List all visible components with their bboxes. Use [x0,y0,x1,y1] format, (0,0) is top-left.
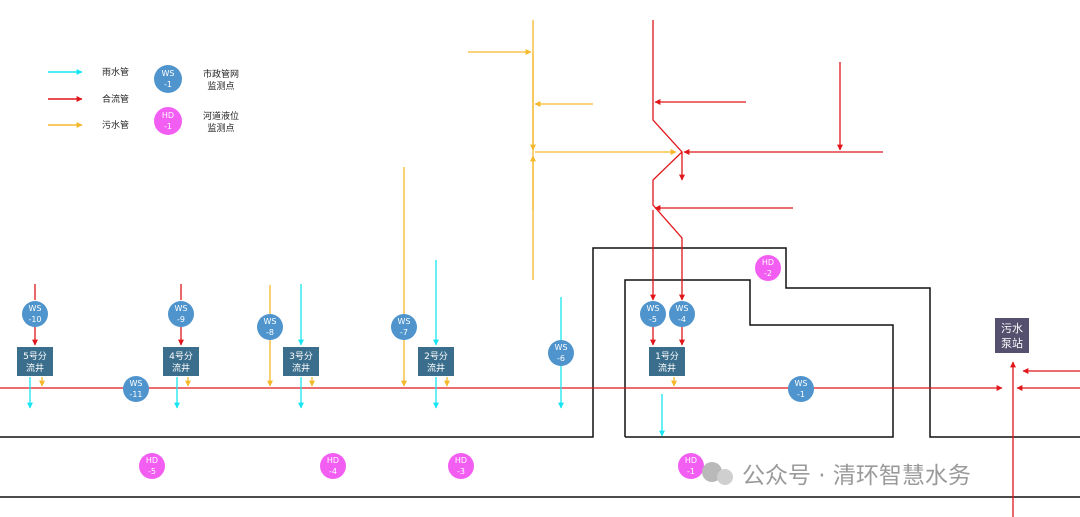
ws-4-num: -4 [678,315,686,324]
ws-point-4[interactable]: WS -4 [669,301,695,327]
hd-point-3[interactable]: HD -3 [448,453,474,479]
diversion-well-3[interactable]: 3号分 流井 [283,347,319,376]
well-1-label-line1: 1号分 [655,351,679,362]
sewage-pump-station[interactable]: 污水 泵站 [995,318,1029,353]
ws-5-num: -5 [649,315,657,324]
hd-4-code: HD [327,456,339,465]
legend-hd-marker [154,107,182,135]
ws-4-code: WS [676,304,689,313]
well-3-label-line2: 流井 [292,362,310,374]
ws-point-8[interactable]: WS -8 [257,314,283,340]
diversion-well-2[interactable]: 2号分 流井 [418,347,454,376]
ws-8-code: WS [264,317,277,326]
legend-combined-label: 合流管 [102,93,129,105]
legend-ws-code: WS [162,69,175,78]
hd-point-1[interactable]: HD -1 [678,453,704,479]
legend-ws-marker [154,65,182,93]
ws-point-10[interactable]: WS -10 [22,301,48,327]
ws-9-num: -9 [177,315,185,324]
hd-3-code: HD [455,456,467,465]
ws-10-num: -10 [28,315,41,324]
legend: 雨水管 合流管 污水管 WS -1 市政管网 监测点 HD -1 河道液位 监测… [48,65,239,135]
west-combined-inflows [32,284,685,346]
pump-station-label-line1: 污水 [1001,322,1023,335]
hd-point-5[interactable]: HD -5 [139,453,165,479]
legend-rain-label: 雨水管 [102,66,129,78]
watermark-text: 公众号 · 清环智慧水务 [742,463,971,489]
hd-3-num: -3 [457,467,465,476]
main-interceptor [0,361,1080,517]
diversion-well-5[interactable]: 5号分 流井 [17,347,53,376]
ws-5-code: WS [647,304,660,313]
ws-11-code: WS [130,379,143,388]
ws-point-1[interactable]: WS -1 [788,376,814,402]
hd-2-code: HD [762,258,774,267]
ws-7-num: -7 [400,328,408,337]
hd-2-num: -2 [764,269,772,278]
well-5-label-line1: 5号分 [23,351,47,362]
legend-ws-label-line1: 市政管网 [203,68,239,80]
hd-5-num: -5 [148,467,156,476]
diversion-well-4[interactable]: 4号分 流井 [163,347,199,376]
ws-point-7[interactable]: WS -7 [391,314,417,340]
legend-ws-num: -1 [164,80,172,89]
well-2-label-line2: 流井 [427,362,445,374]
ws-monitoring-points: WS -10 WS -9 WS -8 WS -7 WS -6 WS -5 WS … [22,301,814,402]
pump-station-label-line2: 泵站 [1001,336,1023,350]
upper-combined-network [650,20,883,346]
combined-main-trunk [652,20,685,301]
ws-6-code: WS [555,343,568,352]
hd-monitoring-points: HD -2 HD -5 HD -4 HD -3 HD -1 [139,255,781,479]
well-1-label-line2: 流井 [658,362,676,374]
ws-1-code: WS [795,379,808,388]
well-4-label-line2: 流井 [172,362,190,374]
ws-point-11[interactable]: WS -11 [123,376,149,402]
watermark: 公众号 · 清环智慧水务 [702,462,971,489]
wechat-icon-bubble [717,469,733,485]
legend-sewage-label: 污水管 [102,119,129,131]
well-2-label-line1: 2号分 [424,351,448,362]
ws-10-code: WS [29,304,42,313]
ws-7-code: WS [398,317,411,326]
hd-1-code: HD [685,456,697,465]
ws-1-num: -1 [797,390,805,399]
well-5-label-line2: 流井 [26,362,44,374]
legend-hd-num: -1 [164,122,172,131]
legend-ws-label-line2: 监测点 [207,80,234,92]
legend-hd-label-line1: 河道液位 [203,110,239,122]
well-4-label-line1: 4号分 [169,351,193,362]
diversion-wells: 5号分 流井 4号分 流井 3号分 流井 2号分 流井 1号分 流井 [17,347,685,376]
ws-11-num: -11 [129,390,142,399]
hd-1-num: -1 [687,467,695,476]
ws-point-5[interactable]: WS -5 [640,301,666,327]
hd-5-code: HD [146,456,158,465]
legend-hd-label-line2: 监测点 [207,122,234,134]
ws-point-9[interactable]: WS -9 [168,301,194,327]
river-island-outline [624,279,894,438]
river-outline [0,247,1080,498]
legend-hd-code: HD [162,111,174,120]
diversion-well-1[interactable]: 1号分 流井 [649,347,685,376]
ws-9-code: WS [175,304,188,313]
river-bank-upper [0,247,1080,438]
hd-4-num: -4 [329,467,337,476]
ws-point-6[interactable]: WS -6 [548,340,574,366]
hd-point-2[interactable]: HD -2 [755,255,781,281]
upper-sewage-network [267,20,677,387]
hd-point-4[interactable]: HD -4 [320,453,346,479]
well-sewage-outlets [39,377,677,387]
ws-6-num: -6 [557,354,565,363]
ws-8-num: -8 [266,328,274,337]
well-3-label-line1: 3号分 [289,351,313,362]
